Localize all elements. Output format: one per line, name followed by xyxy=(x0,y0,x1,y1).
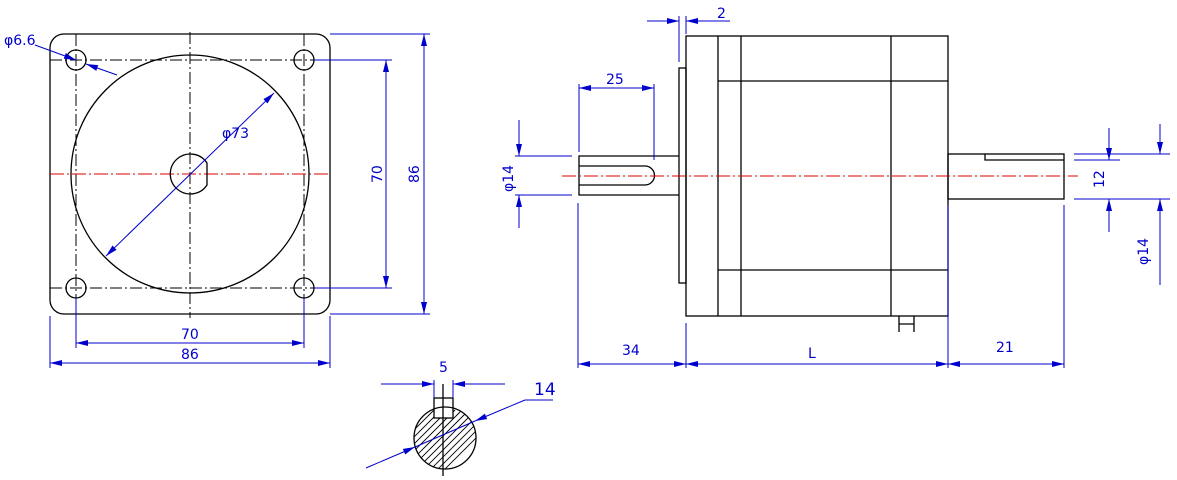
rear-shaft-flat xyxy=(984,154,1064,161)
front-shaft-length-label: 34 xyxy=(622,343,640,359)
front-view: φ6.6 φ73 70 86 70 86 xyxy=(4,32,430,368)
rear-shaft-length-label: 21 xyxy=(996,340,1014,356)
shaft-section: 5 14 xyxy=(365,360,556,476)
pilot-diameter-label: φ73 xyxy=(222,126,249,142)
flange-height-label: 86 xyxy=(407,165,423,183)
key-width-label: 5 xyxy=(439,360,448,376)
side-view: 2 25 φ14 34 L 21 12 φ14 xyxy=(501,6,1170,368)
flange-width-label: 86 xyxy=(181,347,199,363)
section-diameter-label: 14 xyxy=(534,380,556,400)
pilot-thickness-label: 2 xyxy=(717,6,726,22)
body-length-label: L xyxy=(808,346,816,362)
connector xyxy=(898,316,915,332)
hole-spacing-v-label: 70 xyxy=(370,165,386,183)
hole-diameter-label: φ6.6 xyxy=(4,33,36,49)
key-length-label: 25 xyxy=(606,72,624,88)
rear-shaft-diameter-label: φ14 xyxy=(1136,238,1152,265)
front-shaft-diameter-label: φ14 xyxy=(501,165,517,192)
pilot-circle xyxy=(70,54,310,294)
rear-flat-height-label: 12 xyxy=(1092,170,1108,188)
hole-spacing-h-label: 70 xyxy=(181,327,199,343)
